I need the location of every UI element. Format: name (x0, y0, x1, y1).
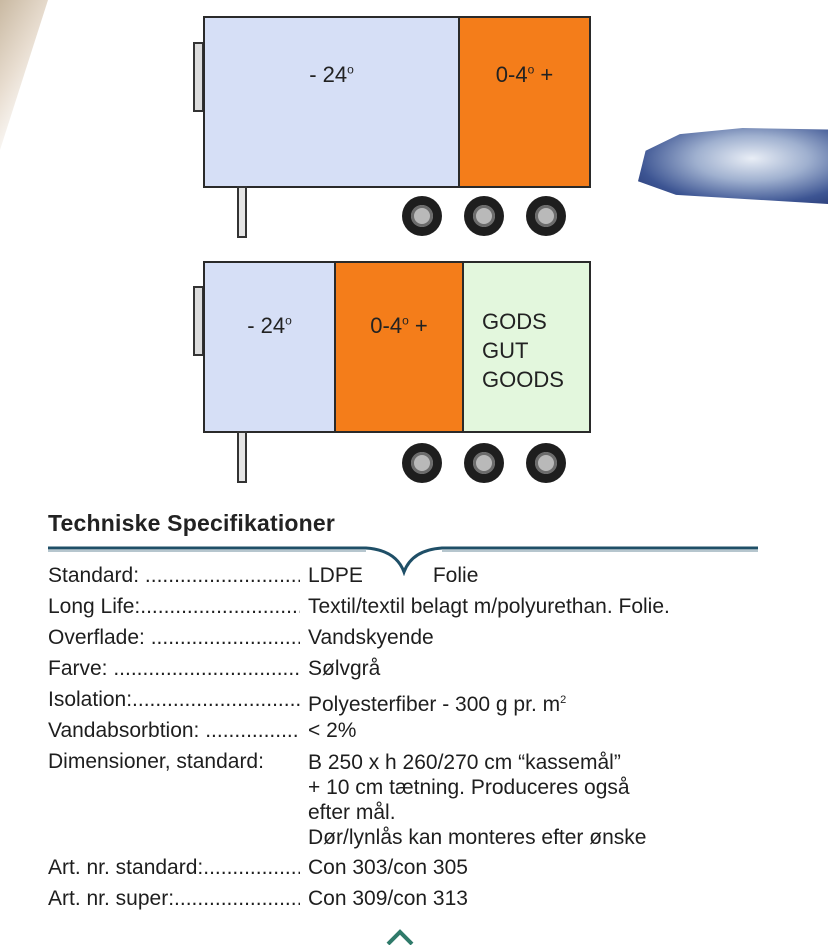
spec-row-art-nr-super: Art. nr. super:.........................… (48, 885, 808, 916)
title-divider (48, 546, 758, 576)
spec-value: LDPE (308, 564, 363, 587)
frozen-compartment: - 24o (205, 263, 336, 431)
chilled-temp-label: 0-4 (370, 313, 403, 338)
frozen-compartment: - 24o (205, 18, 460, 186)
chilled-temp-suffix: + (534, 62, 554, 87)
goods-label-line-1: GODS (482, 309, 547, 334)
spec-row-dimensioner: Dimensioner, standard: B 250 x h 260/270… (48, 748, 808, 854)
frozen-temp-label: - 24 (247, 313, 286, 338)
spec-value: < 2% (308, 719, 357, 742)
degree-symbol: o (347, 62, 354, 77)
trailer-support-leg (237, 186, 247, 238)
goods-compartment: GODS GUT GOODS (464, 263, 589, 431)
spec-label: Overflade: .............................… (48, 626, 300, 649)
wheel-icon (402, 443, 442, 483)
spec-label: Art. nr. super:.........................… (48, 887, 300, 910)
decorative-photo (638, 128, 828, 204)
spec-value-line: Dør/lynlås kan monteres efter ønske (308, 826, 647, 849)
chevron-up-icon (386, 929, 414, 945)
spec-value: Textil/textil belagt m/polyurethan. Foli… (308, 595, 670, 618)
frozen-temp-label: - 24 (309, 62, 348, 87)
degree-symbol: o (285, 313, 292, 328)
trailer-body: - 24o 0-4o + (203, 16, 591, 188)
wheel-icon (464, 196, 504, 236)
spec-label: Isolation:..............................… (48, 688, 300, 711)
spec-label: Art. nr. standard:......................… (48, 856, 300, 879)
spec-label: Vandabsorbtion: ........................… (48, 719, 300, 742)
spec-value-line: efter mål. (308, 801, 396, 824)
chilled-compartment: 0-4o + (460, 18, 589, 186)
spec-title: Techniske Specifikationer (48, 510, 336, 536)
wheel-icon (402, 196, 442, 236)
spec-value-line: B 250 x h 260/270 cm “kassemål” (308, 751, 621, 774)
goods-label: GODS GUT GOODS (482, 307, 564, 394)
spec-label: Dimensioner, standard: (48, 750, 264, 773)
spec-row-vandabsorbtion: Vandabsorbtion: ........................… (48, 717, 808, 748)
spec-value: Polyesterfiber - 300 g pr. m (308, 693, 561, 716)
spec-value: Sølvgrå (308, 657, 381, 680)
spec-row-art-nr-standard: Art. nr. standard:......................… (48, 854, 808, 885)
spec-value-line: + 10 cm tætning. Produceres også (308, 776, 630, 799)
wheel-icon (464, 443, 504, 483)
superscript: 2 (560, 694, 567, 706)
spec-row-farve: Farve: .................................… (48, 655, 808, 686)
spec-value: Con 309/con 313 (308, 887, 468, 910)
corner-decoration (0, 0, 48, 150)
trailer-support-leg (237, 431, 247, 483)
spec-label: Long Life:..............................… (48, 595, 300, 618)
spec-label: Farve: .................................… (48, 657, 300, 680)
spec-list: Standard: ..............................… (48, 562, 808, 916)
spec-row-isolation: Isolation:..............................… (48, 686, 808, 717)
wheel-icon (526, 196, 566, 236)
spec-row-standard: Standard: ..............................… (48, 562, 808, 593)
trailer-body: - 24o 0-4o + GODS GUT GOODS (203, 261, 591, 433)
goods-label-line-2: GUT (482, 338, 529, 363)
chilled-temp-label: 0-4 (495, 62, 528, 87)
spec-label: Standard: ..............................… (48, 564, 300, 587)
spec-row-long-life: Long Life:..............................… (48, 593, 808, 624)
degree-symbol: o (527, 62, 535, 77)
chilled-temp-suffix: + (408, 313, 428, 338)
wheel-icon (526, 443, 566, 483)
spec-row-overflade: Overflade: .............................… (48, 624, 808, 655)
degree-symbol: o (402, 313, 409, 328)
chilled-compartment: 0-4o + (336, 263, 464, 431)
spec-value: Vandskyende (308, 626, 434, 649)
goods-label-line-3: GOODS (482, 367, 564, 392)
spec-value: Con 303/con 305 (308, 856, 468, 879)
spec-value-secondary: Folie (432, 564, 479, 587)
